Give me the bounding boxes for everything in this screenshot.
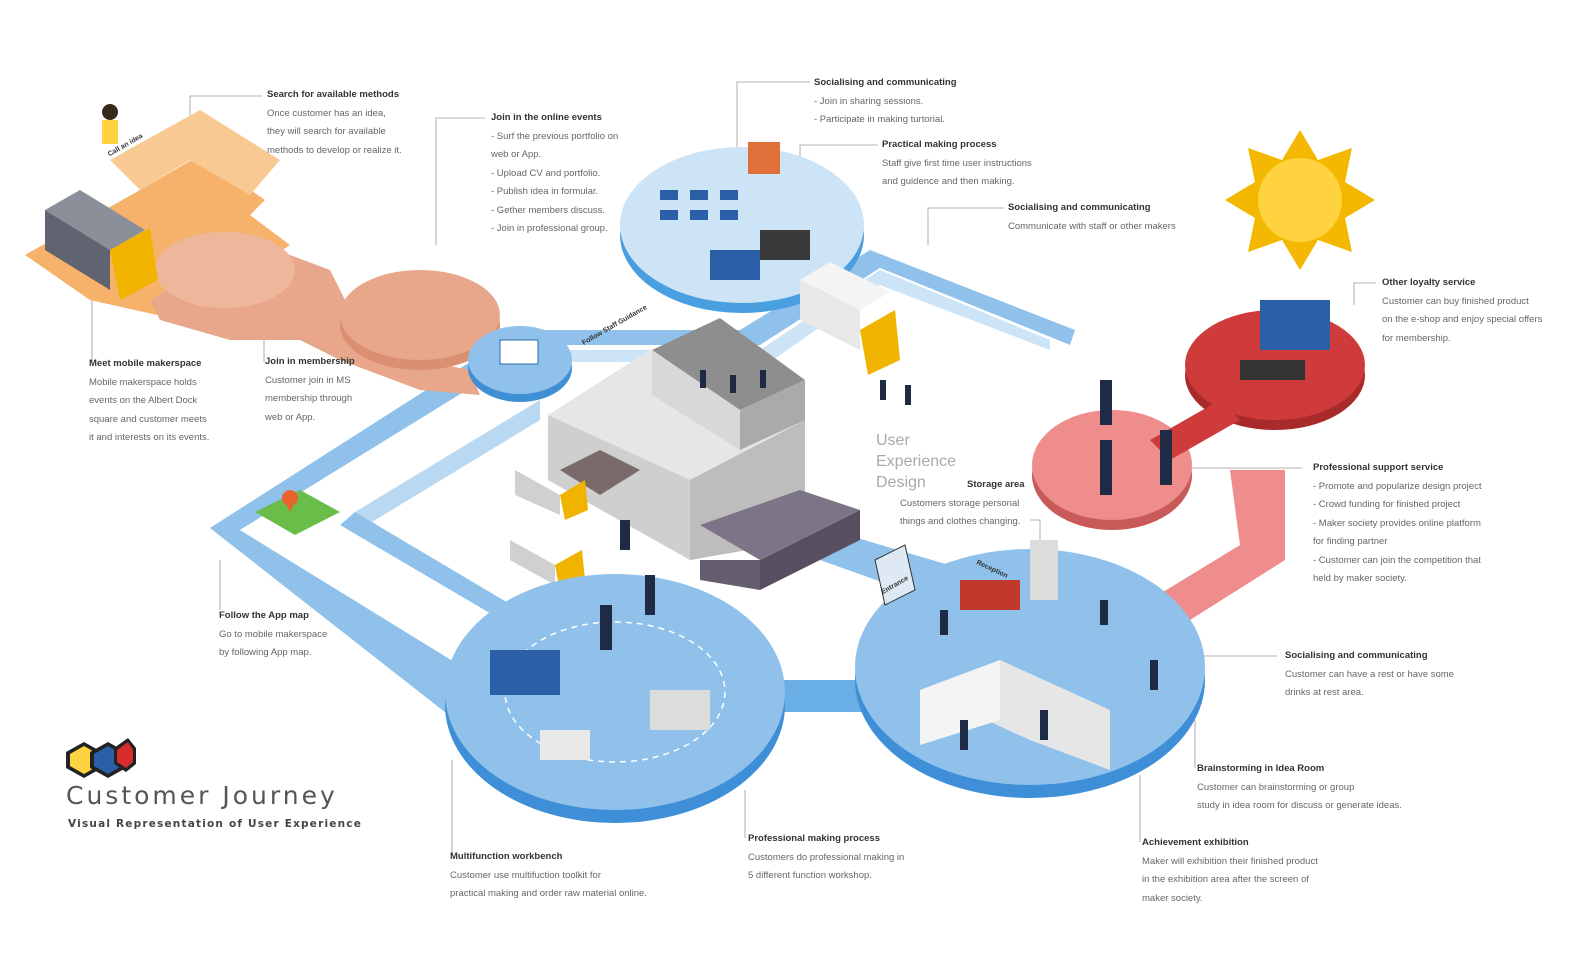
annotation-heading: Search for available methods: [267, 89, 399, 100]
annotation-line: Customers storage personal: [900, 497, 1020, 509]
annotation-heading: Brainstorming in Idea Room: [1197, 763, 1325, 774]
device-hub: [468, 326, 572, 402]
annotation-multifunction: Multifunction workbench Customer use mul…: [450, 848, 647, 904]
watermark-line-1: User: [876, 432, 910, 449]
annotation-line: - Join in professional group.: [491, 223, 608, 234]
annotation-line: study in idea room for discuss or genera…: [1197, 800, 1402, 811]
annotation-line: Customer can buy finished product: [1382, 295, 1529, 307]
annotation-socialising-2: Socialising and communicating Communicat…: [1008, 199, 1176, 236]
leader-lines: [91, 81, 1376, 855]
annotation-line: things and clothes changing.: [900, 516, 1021, 527]
annotation-loyalty: Other loyalty service Customer can buy f…: [1382, 274, 1542, 348]
annotation-line: methods to develop or realize it.: [267, 144, 402, 156]
annotation-line: Mobile makerspace holds: [89, 376, 197, 388]
annotation-follow-app: Follow the App map Go to mobile makerspa…: [219, 607, 327, 663]
watermark: User Experience Design: [876, 430, 956, 493]
annotation-meet-mobile: Meet mobile makerspace Mobile makerspace…: [89, 355, 209, 448]
annotation-line: - Publish idea in formular.: [491, 186, 599, 197]
classroom-hub: [620, 142, 864, 313]
annotation-line: - Participate in making turtorial.: [814, 114, 945, 125]
annotation-line: Customer can brainstorming or group: [1197, 781, 1355, 793]
annotation-line: membership through: [265, 393, 353, 404]
annotation-line: Customer join in MS: [265, 374, 351, 386]
annotation-line: they will search for available: [267, 126, 386, 137]
annotation-line: - Crowd funding for finished project: [1313, 499, 1461, 510]
annotation-line: practical making and order raw material …: [450, 888, 647, 899]
annotation-heading: Join in membership: [265, 356, 355, 367]
annotation-line: Go to mobile makerspace: [219, 628, 328, 640]
annotation-socialising-1: Socialising and communicating - Join in …: [814, 74, 957, 130]
entrance-door: [874, 544, 916, 606]
sun-icon: [1225, 130, 1375, 270]
diagram-subtitle: Visual Representation of User Experience: [68, 818, 363, 830]
annotation-line: held by maker society.: [1313, 573, 1407, 584]
annotation-heading: Achievement exhibition: [1142, 837, 1249, 848]
annotation-line: maker society.: [1142, 892, 1203, 904]
annotation-line: web or App.: [491, 149, 542, 160]
annotation-line: Customer use multifuction toolkit for: [450, 869, 602, 881]
annotation-line: square and customer meets: [89, 413, 207, 425]
annotation-professional-support: Professional support service - Promote a…: [1313, 459, 1481, 589]
annotation-practical-making: Practical making process Staff give firs…: [882, 136, 1032, 192]
annotation-line: - Maker society provides online platform: [1313, 517, 1481, 529]
makerspace-building: [548, 318, 860, 590]
annotation-line: by following App map.: [219, 647, 312, 658]
annotation-heading: Professional making process: [748, 833, 880, 844]
app-map-marker: [255, 490, 340, 535]
annotation-line: and guidence and then making.: [882, 176, 1015, 187]
idea-person: [102, 104, 118, 144]
annotation-heading: Join in the online events: [491, 112, 602, 123]
annotation-line: Once customer has an idea,: [267, 107, 386, 119]
annotation-storage: Storage area Customers storage personal …: [900, 476, 1025, 532]
annotation-line: - Promote and popularize design project: [1313, 480, 1482, 492]
annotation-line: in the exhibition area after the screen …: [1142, 874, 1309, 885]
annotation-line: web or App.: [265, 411, 316, 423]
journey-logo: [66, 738, 136, 778]
annotation-heading: Multifunction workbench: [450, 851, 563, 862]
annotation-heading: Meet mobile makerspace: [89, 358, 202, 369]
annotation-socialising-3: Socialising and communicating Customer c…: [1285, 647, 1454, 703]
annotation-line: - Surf the previous portfolio on: [491, 130, 619, 142]
annotation-line: Customers do professional making in: [748, 851, 905, 863]
workshop-hub: [445, 574, 785, 823]
annotation-search-methods: Search for available methods Once custom…: [267, 86, 402, 160]
annotation-line: for finding partner: [1313, 536, 1388, 547]
annotation-heading: Socialising and communicating: [1285, 650, 1428, 661]
annotation-line: - Join in sharing sessions.: [814, 95, 924, 107]
annotation-line: Maker will exhibition their finished pro…: [1142, 855, 1318, 867]
annotation-heading: Socialising and communicating: [1008, 202, 1151, 213]
annotation-line: - Gether members discuss.: [491, 204, 606, 216]
loyalty-hub: [1032, 300, 1365, 620]
annotation-line: 5 different function workshop.: [748, 870, 872, 881]
people-figures: [600, 370, 1172, 750]
annotation-line: it and interests on its events.: [89, 432, 210, 443]
orange-walkway: [25, 110, 500, 395]
diagram-title: Customer Journey: [66, 781, 338, 810]
annotation-line: Customer can have a rest or have some: [1285, 668, 1454, 680]
annotation-line: Staff give first time user instructions: [882, 157, 1032, 169]
annotation-online-events: Join in the online events - Surf the pre…: [491, 109, 618, 239]
annotation-join-membership: Join in membership Customer join in MS m…: [265, 353, 355, 427]
annotation-line: events on the Albert Dock: [89, 395, 198, 406]
annotation-line: - Upload CV and portfolio.: [491, 167, 601, 179]
annotation-heading: Storage area: [967, 479, 1025, 490]
watermark-line-3: Design: [876, 474, 926, 491]
annotation-line: drinks at rest area.: [1285, 687, 1364, 698]
annotation-line: Communicate with staff or other makers: [1008, 220, 1176, 232]
annotation-line: - Customer can join the competition that: [1313, 554, 1481, 566]
annotation-line: for membership.: [1382, 332, 1451, 344]
annotation-brainstorming: Brainstorming in Idea Room Customer can …: [1197, 760, 1402, 816]
annotation-heading: Follow the App map: [219, 610, 309, 621]
watermark-line-2: Experience: [876, 453, 957, 470]
annotation-heading: Other loyalty service: [1382, 277, 1476, 288]
annotation-line: on the e-shop and enjoy special offers: [1382, 314, 1543, 325]
annotation-heading: Practical making process: [882, 139, 997, 150]
annotation-achievement: Achievement exhibition Maker will exhibi…: [1142, 834, 1318, 908]
annotation-professional-making: Professional making process Customers do…: [748, 830, 904, 886]
annotation-heading: Professional support service: [1313, 462, 1444, 473]
annotation-heading: Socialising and communicating: [814, 77, 957, 88]
